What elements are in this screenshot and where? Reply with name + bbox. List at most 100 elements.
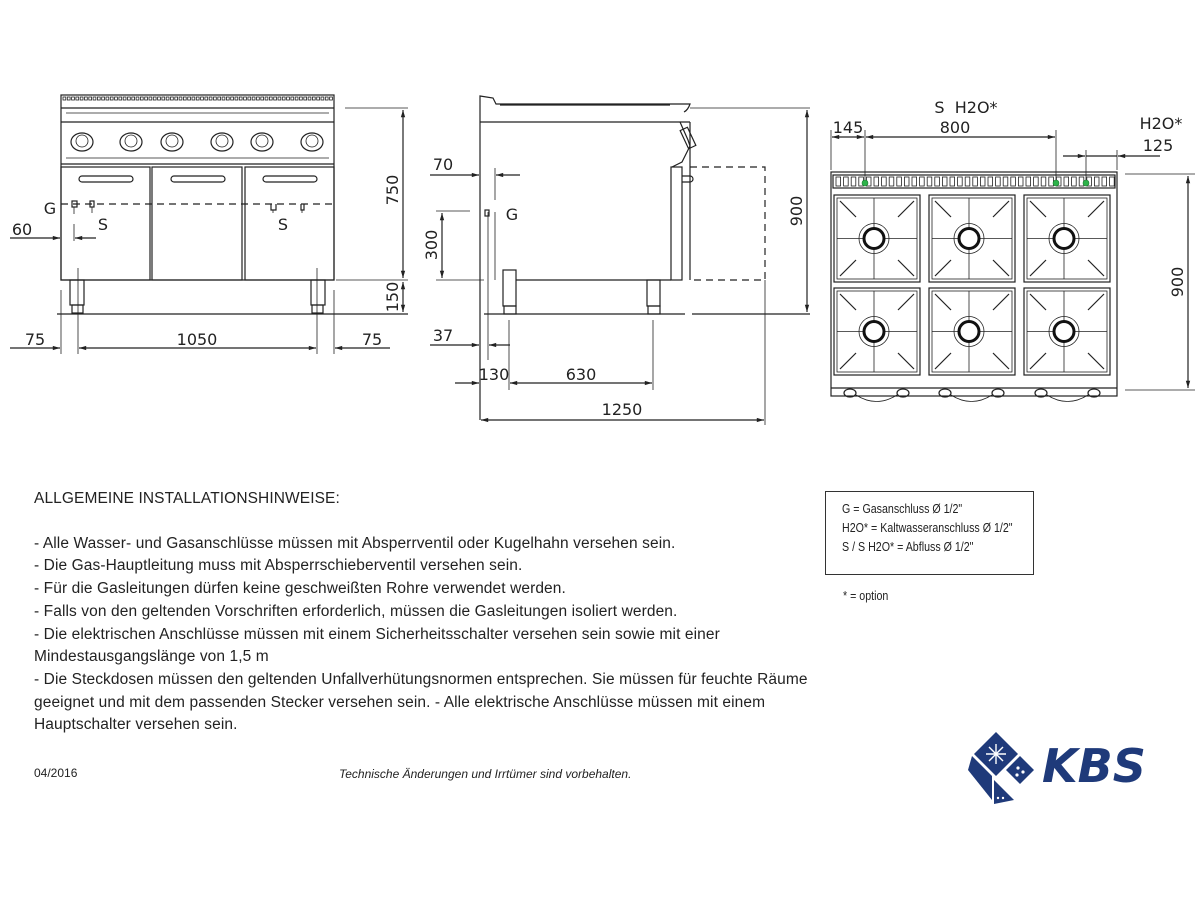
grate-segment xyxy=(144,96,148,101)
knob-icon xyxy=(70,132,94,152)
legend-item-drain: S / S H2O* = Abfluss Ø 1/2" xyxy=(842,539,974,554)
vent-slot xyxy=(987,176,993,187)
dim-145: 145 xyxy=(833,118,864,137)
grate-segment xyxy=(135,96,140,101)
grate-segment xyxy=(157,96,161,101)
grate-segment xyxy=(281,96,286,101)
note-line: - Die elektrischen Anschlüsse müssen mit… xyxy=(34,625,720,643)
door-handle xyxy=(262,175,318,183)
grate-segment xyxy=(286,96,290,101)
side-label-gas: G xyxy=(506,205,518,224)
grate-segment xyxy=(251,96,256,101)
vent-slot xyxy=(881,176,887,187)
grate-segment xyxy=(320,96,325,101)
vent-slot xyxy=(1040,176,1047,187)
grate-segment xyxy=(213,96,217,101)
technical-drawings: 750 150 75 1050 75 60 G S S xyxy=(10,94,1195,425)
knob-guard xyxy=(950,394,993,402)
label-drain-right: S xyxy=(278,215,288,234)
vent-slot xyxy=(1063,176,1069,187)
top-view: S H2O* 145 800 H2O* 125 900 xyxy=(830,98,1195,402)
grate-segment xyxy=(217,96,222,101)
note-line: - Die Steckdosen müssen den geltenden Un… xyxy=(34,670,808,688)
grate-segment xyxy=(256,96,260,101)
vent-slot xyxy=(896,176,902,187)
dim-right: 75 xyxy=(362,330,382,349)
grate-bar xyxy=(897,259,915,277)
vent-slot xyxy=(1094,176,1100,187)
grate-segment xyxy=(170,96,174,101)
knob-cap xyxy=(165,134,179,148)
grate-bar xyxy=(1087,352,1105,370)
grate-segment xyxy=(238,96,243,101)
grate-segment xyxy=(178,96,183,101)
knob-cap xyxy=(305,134,319,148)
dim-gas-offset: 60 xyxy=(12,220,32,239)
vent-slot xyxy=(1018,176,1024,187)
grate-bar xyxy=(992,259,1010,277)
vent-slot xyxy=(980,176,986,187)
knob-icon xyxy=(1034,388,1048,398)
grate-segment xyxy=(127,96,131,101)
dim-800: 800 xyxy=(940,118,971,137)
grate-segment xyxy=(182,96,187,101)
connector-marker xyxy=(1052,179,1060,187)
vent-slot xyxy=(1010,176,1016,187)
burner-ring xyxy=(858,316,890,347)
label-s-h2o: S H2O* xyxy=(934,98,997,117)
grate-segment xyxy=(264,96,269,101)
grate-segment xyxy=(152,96,157,101)
vent-slot xyxy=(835,176,841,187)
vent-slot xyxy=(1025,176,1031,187)
grate-segment xyxy=(195,96,200,101)
grate-segment xyxy=(92,96,97,101)
connector-marker xyxy=(861,179,869,187)
grate-segment xyxy=(311,96,316,101)
door-center xyxy=(151,166,243,281)
legend-item-gas: G = Gasanschluss Ø 1/2" xyxy=(842,501,963,516)
connection-legend: G = Gasanschluss Ø 1/2" H2O* = Kaltwasse… xyxy=(825,491,1034,575)
grate-segment xyxy=(161,96,166,101)
vent-slot xyxy=(919,176,925,187)
knob-icon xyxy=(300,132,324,152)
vent-slot xyxy=(1048,176,1054,187)
knob-icon xyxy=(160,132,184,152)
note-line: - Für die Gasleitungen dürfen keine gesc… xyxy=(34,580,566,598)
vent-slot xyxy=(911,176,917,187)
grate-segment xyxy=(88,96,93,101)
grate-bar xyxy=(992,293,1010,311)
dim-300: 300 xyxy=(422,230,441,261)
grate-segment xyxy=(71,96,75,101)
door-right xyxy=(244,166,335,281)
note-line: Hauptschalter versehen sein. xyxy=(34,716,238,734)
grate-segment xyxy=(122,96,127,101)
grate-segment xyxy=(303,96,307,101)
knob-cap xyxy=(124,134,138,148)
grate-bar xyxy=(1029,293,1047,311)
knob-icon xyxy=(119,132,143,152)
vent-slot xyxy=(1033,176,1039,187)
burner-grate xyxy=(1023,194,1111,283)
grate-segment xyxy=(234,96,239,101)
vent-slot xyxy=(957,176,963,187)
grate-segment xyxy=(101,96,105,101)
grate-segment xyxy=(109,96,114,101)
note-line: geeignet und mit dem passenden Stecker v… xyxy=(34,693,766,711)
dim-125: 125 xyxy=(1143,136,1174,155)
vent-slot xyxy=(964,176,971,187)
grate-segment xyxy=(230,96,234,101)
grate-bar xyxy=(839,259,857,277)
knob-icon xyxy=(843,388,857,398)
grate-bar xyxy=(839,293,857,311)
document-date: 04/2016 xyxy=(34,766,78,780)
knob-guard xyxy=(1046,394,1089,402)
grate-segment xyxy=(316,96,320,101)
grate-bar xyxy=(934,200,952,218)
grate-segment xyxy=(324,96,329,101)
grate-segment xyxy=(243,96,247,101)
vent-slot xyxy=(934,176,940,187)
grate-segment xyxy=(97,96,101,101)
grate-segment xyxy=(191,96,196,101)
vent-slot xyxy=(995,176,1001,187)
dim-height-body: 750 xyxy=(383,175,402,206)
